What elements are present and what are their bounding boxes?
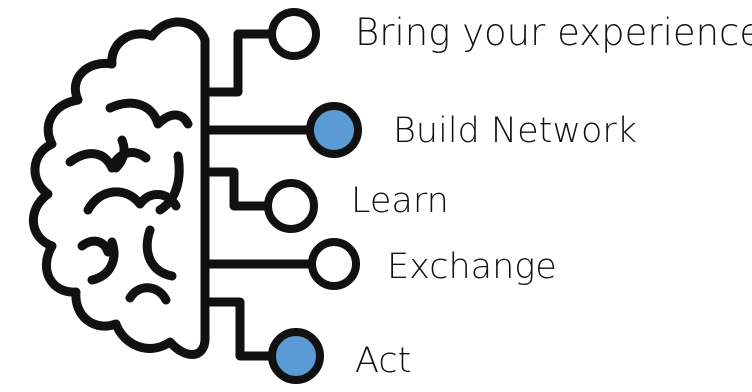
branch-node-4	[268, 328, 324, 384]
brain-fold	[155, 151, 184, 215]
brain-fold	[87, 237, 119, 285]
brain-fold	[105, 98, 193, 129]
branch-line-2	[200, 167, 273, 211]
branch-line-0	[200, 29, 277, 97]
branch-node-1	[306, 102, 362, 158]
branch-node-2	[264, 179, 318, 233]
branch-label-bring-your-experience: Bring your experience	[355, 11, 752, 54]
brain-fold	[65, 148, 151, 173]
brain-fold	[77, 236, 113, 257]
branch-node-3	[308, 238, 360, 290]
brain-fold	[125, 283, 171, 305]
branch-label-learn: Learn	[351, 181, 449, 221]
brain-outline	[28, 17, 210, 359]
brain-fold	[83, 187, 181, 215]
brain-fold	[142, 225, 177, 281]
branch-label-act: Act	[355, 341, 412, 381]
branch-label-build-network: Build Network	[393, 111, 638, 151]
branch-line-4	[200, 297, 277, 361]
branch-node-0	[268, 8, 320, 60]
brain-fold	[111, 135, 129, 173]
branch-label-exchange: Exchange	[387, 247, 557, 287]
